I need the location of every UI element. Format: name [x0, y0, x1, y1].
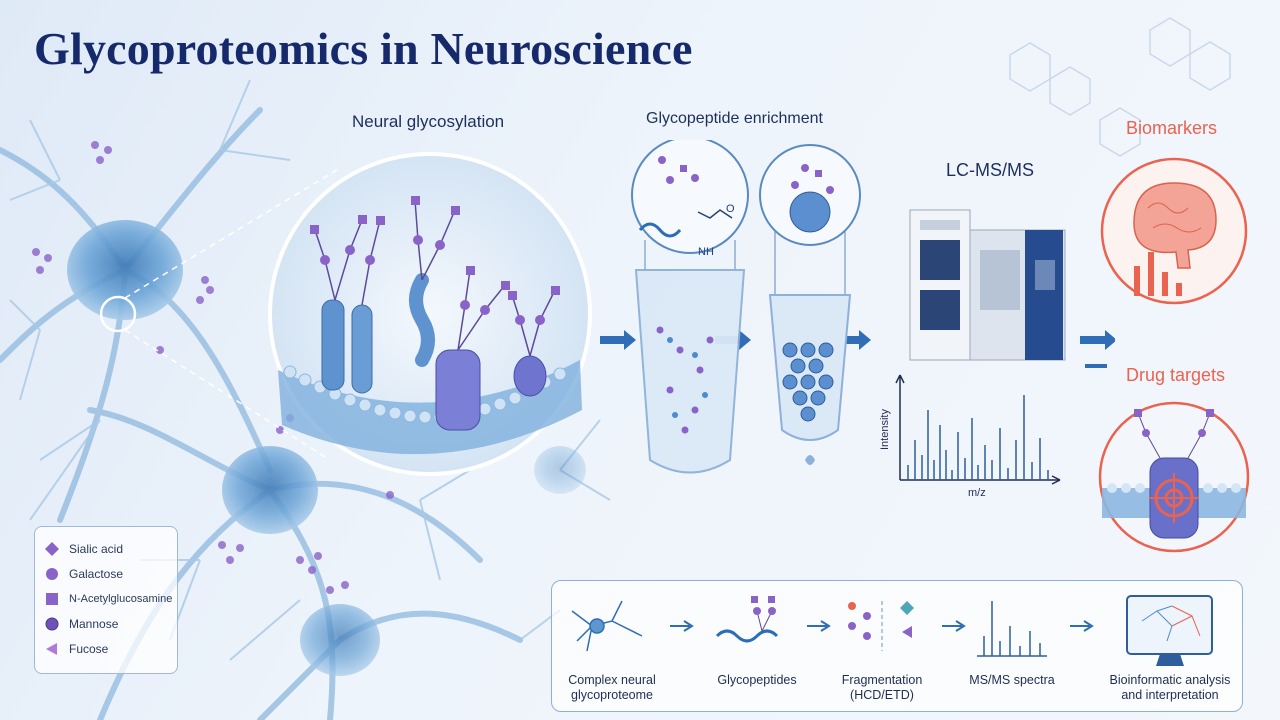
legend-item: Sialic acid: [45, 539, 123, 559]
glycopeptide-icon: [715, 596, 779, 643]
workflow-icons: [571, 595, 1213, 666]
fucose-triangle-icon: [46, 643, 57, 655]
legend-label: Sialic acid: [69, 542, 124, 556]
arrow-icon: [942, 620, 966, 632]
lcmsms-label: LC-MS/MS: [946, 160, 1035, 180]
arrow-icon: [1070, 620, 1094, 632]
biomarkers-illustration: [1100, 157, 1248, 305]
sialic-acid-diamond-icon: [45, 542, 59, 556]
neural-glycosylation-label: Neural glycosylation: [352, 112, 505, 131]
fragmentation-icon: [848, 601, 914, 651]
spectra-icon: [977, 601, 1047, 657]
enrichment-illustration: NH O: [600, 140, 871, 474]
galactose-circle-icon: [46, 568, 58, 580]
drug-targets-label: Drug targets: [1126, 365, 1226, 385]
legend-item: Galactose: [45, 564, 123, 584]
glycopeptide-enrichment-label: Glycopeptide enrichment: [646, 110, 823, 127]
workflow-step-2: Glycopeptides: [717, 673, 797, 687]
legend-label: Mannose: [69, 617, 119, 631]
nh-label: NH: [698, 246, 714, 258]
membrane-zoom-illustration: [100, 152, 592, 476]
neuron-icon: [571, 600, 643, 652]
intensity-axis-label: Intensity: [879, 409, 891, 450]
o-label: O: [726, 203, 735, 215]
glycan-legend: Sialic acid Galactose N-Acetylglucosamin…: [34, 526, 178, 674]
legend-label: Galactose: [69, 567, 124, 581]
mass-spectrum-chart: Intensity m/z: [879, 374, 1061, 499]
legend-item: N-Acetylglucosamine: [45, 589, 172, 609]
mass-spectrometer-icon: [909, 209, 1115, 368]
monitor-icon: [1126, 595, 1213, 666]
arrow-icon: [807, 620, 831, 632]
legend-item: Mannose: [45, 614, 118, 634]
legend-label: Fucose: [69, 642, 109, 656]
legend-item: Fucose: [45, 639, 108, 659]
workflow-step-4: MS/MS spectra: [969, 673, 1055, 687]
legend-label: N-Acetylglucosamine: [69, 593, 173, 605]
workflow-step-3: Fragmentation(HCD/ETD): [841, 673, 923, 702]
arrow-icon: [670, 620, 694, 632]
n-acetylglucosamine-square-icon: [46, 593, 58, 605]
biomarkers-label: Biomarkers: [1126, 118, 1218, 138]
mz-axis-label: m/z: [968, 487, 986, 499]
page-title: Glycoproteomics in Neuroscience: [34, 23, 693, 74]
drug-targets-illustration: [1098, 401, 1250, 553]
mannose-circle-icon: [45, 617, 59, 631]
